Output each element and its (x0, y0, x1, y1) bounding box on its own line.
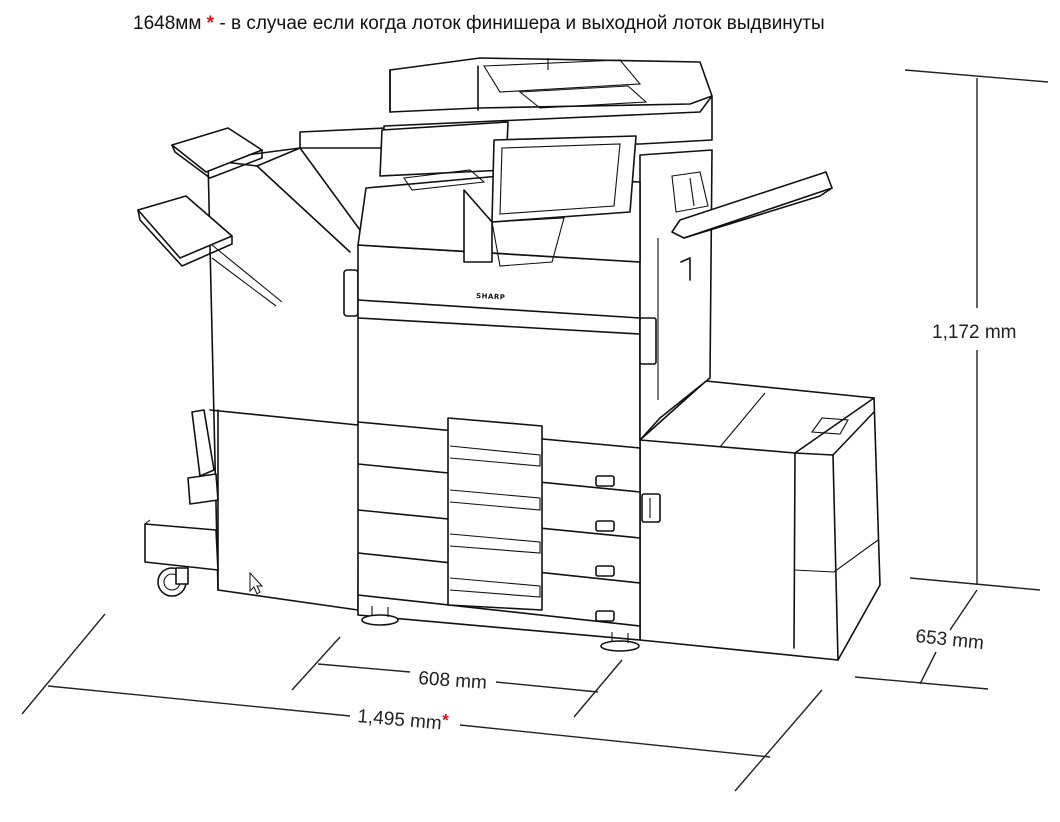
footnote: 1648мм * - в случае если когда лоток фин… (133, 13, 825, 35)
footnote-star: * (206, 13, 215, 34)
mouse-cursor-icon (249, 571, 264, 595)
finisher-unit (137, 127, 386, 611)
control-panel (463, 135, 637, 267)
footnote-text-after: - в случае если когда лоток финишера и в… (214, 13, 825, 34)
depth-label: 653 mm (914, 626, 984, 654)
brand-logo: SHARP (476, 292, 506, 302)
main-width-dimension: 608 mm (291, 636, 623, 718)
depth-dimension: 653 mm (854, 589, 989, 690)
total-width-label: 1,495 mm* (357, 703, 450, 735)
height-label: 1,172 mm (932, 322, 1016, 343)
main-width-label: 608 mm (418, 668, 488, 694)
height-dimension: 1,172 mm (904, 69, 1049, 591)
main-body: SHARP (357, 149, 713, 652)
large-capacity-tray (639, 380, 881, 661)
footnote-text-before: 1648мм (133, 13, 207, 34)
output-tray (671, 171, 833, 239)
